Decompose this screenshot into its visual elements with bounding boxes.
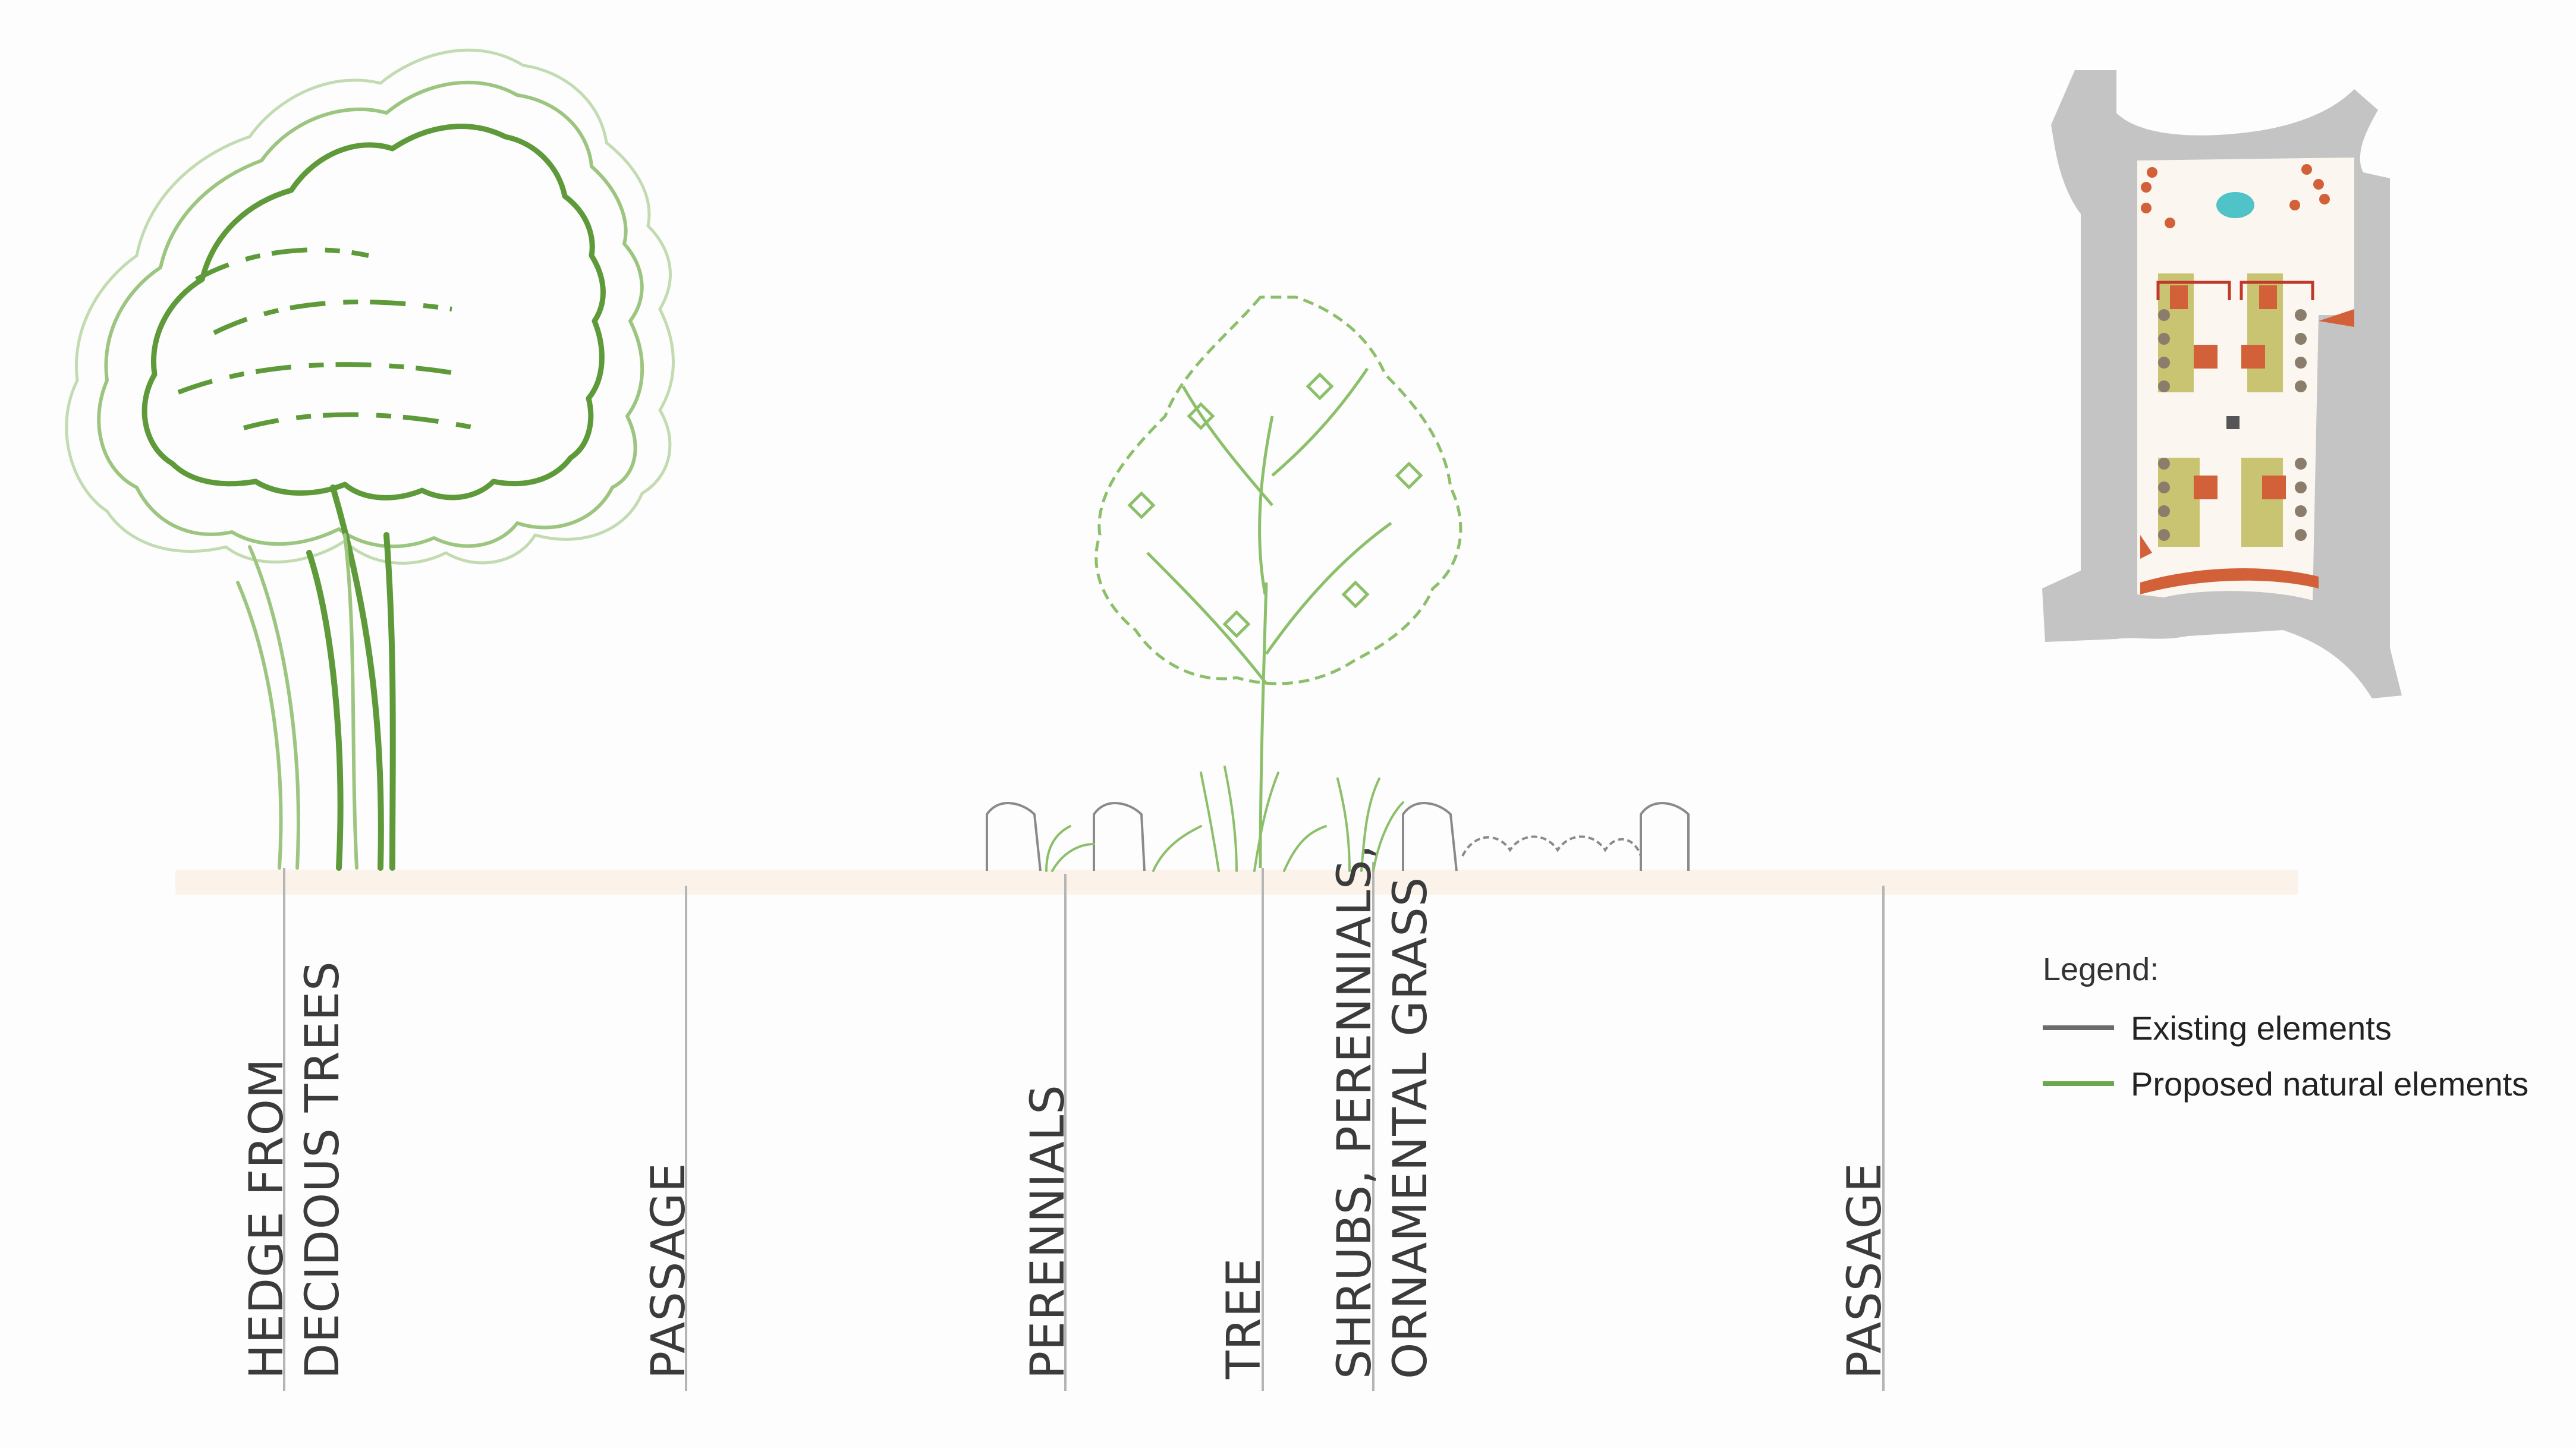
label-tree: TREE	[1216, 1258, 1272, 1379]
ground-band	[175, 870, 2298, 895]
legend-title: Legend:	[2043, 952, 2159, 987]
label-passage-left: PASSAGE	[641, 1162, 697, 1379]
label-hedge-line2: DECIDOUS TREES	[296, 961, 350, 1379]
label-hedge: HEDGE FROM DECIDOUS TREES	[239, 961, 351, 1379]
guide-lines	[283, 862, 1885, 1391]
label-shrubs-line2: ORNAMENTAL GRASS	[1384, 876, 1438, 1379]
legend-label-proposed: Proposed natural elements	[2131, 1065, 2529, 1103]
label-passage-right-text: PASSAGE	[1838, 1162, 1892, 1379]
tree-icon	[1094, 295, 1462, 868]
legend-item-proposed: Proposed natural elements	[2043, 1056, 2528, 1112]
legend-item-existing: Existing elements	[2043, 1000, 2528, 1056]
label-hedge-line1: HEDGE FROM	[240, 1057, 294, 1379]
legend-swatch-proposed	[2043, 1081, 2114, 1086]
legend-label-existing: Existing elements	[2131, 1009, 2392, 1047]
shrub-row	[986, 766, 1690, 872]
label-tree-text: TREE	[1218, 1257, 1271, 1379]
label-perennials-text: PERENNIALS	[1021, 1084, 1075, 1379]
label-shrubs-line1: SHRUBS, PERENNIALS,	[1328, 843, 1382, 1379]
label-passage-left-text: PASSAGE	[642, 1162, 696, 1379]
label-shrubs: SHRUBS, PERENNIALS, ORNAMENTAL GRASS	[1327, 844, 1439, 1379]
site-plan-icon	[2042, 70, 2402, 698]
label-perennials: PERENNIALS	[1020, 1084, 1076, 1379]
legend: Legend: Existing elements Proposed natur…	[2043, 951, 2528, 1112]
deciduous-tree-hedge-icon	[65, 48, 675, 871]
legend-swatch-existing	[2043, 1025, 2114, 1030]
label-passage-right: PASSAGE	[1837, 1162, 1893, 1379]
